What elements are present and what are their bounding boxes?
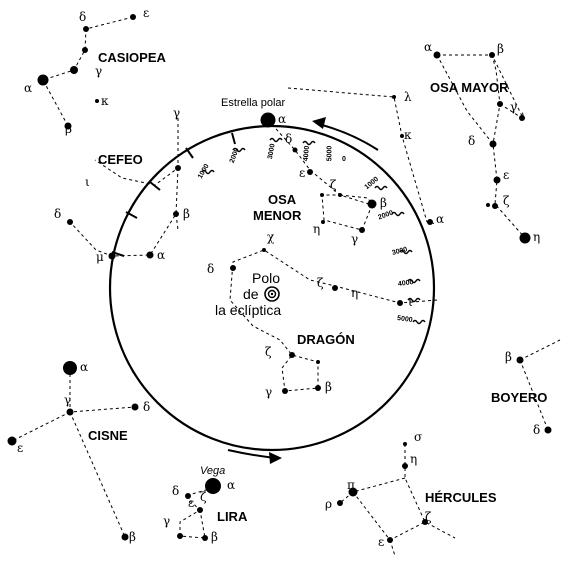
greek-polar-alpha: α [278,112,287,126]
greek-cisne-beta: β [129,530,136,544]
label-estrella-polar: Estrella polar [221,97,286,109]
casiopea-lines [42,16,134,127]
greek-cefeo-gamma: γ [173,106,181,120]
greek-dragon-zeta: ζ [317,276,324,290]
greek-hercules-epsilon: ε [378,535,385,549]
greek-osamayor-zeta: ζ [503,194,510,208]
greek-osamenor-delta: δ [285,132,293,146]
label-de: de [243,286,259,302]
greek-osamenor-beta: β [380,196,387,210]
greek-osamayor-beta: β [497,42,504,56]
greek-dragon-gamma: γ [265,385,273,399]
label-osa-menor-2: MENOR [253,208,302,223]
label-osa-menor-1: OSA [268,192,297,207]
dragon-lines [229,249,438,392]
cisne-lines [11,368,136,538]
greek-dragon-beta: β [325,380,332,394]
casiopea-stars [37,14,136,130]
lira-stars [177,478,221,541]
osa-mayor-lines [436,54,526,239]
greek-dragon-xi: ζ [265,345,272,359]
label-hercules: HÉRCULES [425,490,497,505]
greek-casiopea-delta: δ [79,10,87,24]
greek-osamenor-eta: η [313,222,321,236]
year-label: 5000 [326,145,334,162]
greek-lira-gamma: γ [163,514,171,528]
greek-osamenor-gamma: γ [351,232,359,246]
greek-cisne-delta: δ [143,400,151,414]
lira-lines [179,487,214,539]
label-polo: Polo [252,270,281,286]
greek-casiopea-beta: β [65,122,72,136]
label-lira: LIRA [217,509,248,524]
greek-casiopea-alpha: α [24,81,33,95]
precession-circle [108,124,436,452]
greek-cisne-gamma: γ [64,393,72,407]
greek-osamayor-delta: δ [468,134,476,148]
dragon-head-lines [287,87,438,225]
greek-dragon-delta: δ [207,262,215,276]
greek-osamayor-alpha: α [424,40,433,54]
greek-casiopea-kappa: κ [101,94,109,108]
greek-osamenor-epsilon: ε [299,166,306,180]
greek-hercules-zeta: ζ [425,510,432,524]
greek-dragon-alpha: α [436,212,445,226]
greek-boyero-delta: δ [533,423,541,437]
greek-hercules-pi: π [347,478,355,492]
greek-dragon-chi: χ [267,230,275,244]
greek-cefeo-beta: β [183,207,190,221]
osa-mayor-stars [433,51,531,244]
label-boyero: BOYERO [491,390,548,405]
greek-casiopea-epsilon: ε [143,6,150,20]
label-cisne: CISNE [88,428,128,443]
hercules-stars [337,442,428,543]
label-cefeo: CEFEO [98,152,143,167]
greek-lira-epsilon: ε [188,496,195,510]
label-vega: Vega [200,465,226,477]
year-label: 0 [342,156,346,163]
greek-casiopea-gamma: γ [95,64,103,78]
year-markers [201,137,426,325]
year-label: 4000 [302,145,311,162]
greek-osamayor-gamma: γ [510,100,518,114]
greek-dragon-iota: ι [408,295,413,309]
greek-lira-delta: δ [172,484,180,498]
arrow-bottom-icon [227,449,282,464]
greek-cefeo-delta: δ [54,207,62,221]
greek-hercules-eta: η [410,452,418,466]
dragon-head-stars [392,95,433,225]
greek-osamenor-zeta: ζ [330,178,337,192]
greek-dragon-eta: η [351,286,359,300]
greek-cisne-epsilon: ε [17,441,24,455]
greek-dragon-lambda: λ [404,90,412,104]
cefeo-stars [67,165,181,260]
greek-boyero-beta: β [505,350,512,364]
greek-hercules-rho: ρ [325,497,333,511]
cisne-stars [7,361,139,541]
greek-cefeo-mu: μ [96,250,104,264]
osa-menor-stars [260,112,377,233]
label-osa-mayor: OSA MAYOR [430,80,509,95]
label-casiopea: CASIOPEA [98,50,166,65]
boyero-lines [519,339,561,431]
label-ecliptica: la eclíptica [215,302,282,318]
dragon-stars [230,248,403,394]
greek-osamayor-epsilon: ε [503,168,510,182]
greek-osamayor-eta: η [533,230,541,244]
greek-lira-beta: β [211,530,218,544]
label-dragon: DRAGÓN [297,332,355,347]
arrow-top-icon [312,117,379,151]
ecliptic-pole-icon [264,286,280,302]
greek-lira-zeta: ζ [200,490,207,504]
boyero-stars [516,356,552,434]
greek-lira-alpha: α [227,478,236,492]
greek-cisne-alpha: α [80,360,89,374]
greek-cefeo-iota: ι [85,175,90,189]
greek-dragon-kappa: κ [404,128,412,142]
greek-cefeo-alpha: α [157,248,166,262]
greek-hercules-sigma: σ [414,430,423,444]
